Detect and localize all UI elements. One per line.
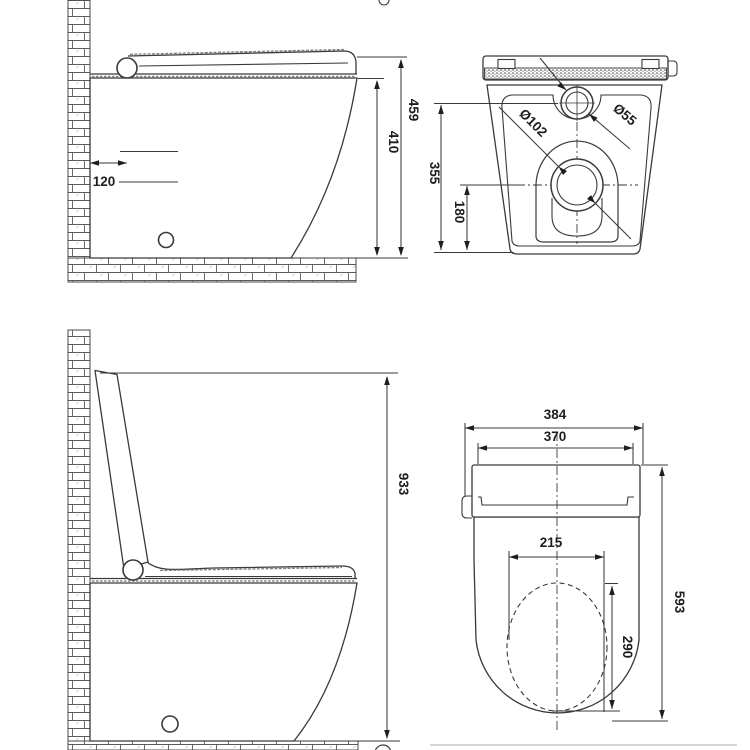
- seat-top-speckle: [159, 566, 343, 572]
- rear-lid-ear-left: [497, 58, 516, 70]
- dim-outlet-height: 180: [452, 201, 467, 224]
- top-body-outline: [473, 516, 640, 714]
- lid-closed: [127, 50, 357, 74]
- wall-hatch-lower: [67, 329, 91, 750]
- dim-459-group: [291, 56, 408, 259]
- floor-hatch-lower: [67, 740, 359, 750]
- view-rear: Ø55 Ø102 355 180: [427, 55, 678, 255]
- dim-overall-width: 384: [544, 407, 567, 422]
- dim-dia102-group: [498, 106, 632, 240]
- wall-hatch: [67, 0, 91, 263]
- dim-593-group: [612, 464, 668, 722]
- view-top: 384 370 215 290: [430, 407, 737, 746]
- edge-artifact-arc: [378, 0, 390, 6]
- dim-open-lid-height: 933: [396, 473, 411, 496]
- side-inlet-circle: [157, 231, 175, 249]
- rear-lid-hatch: [484, 67, 667, 80]
- dim-370-group: [477, 443, 634, 464]
- dim-seat-height: 410: [386, 131, 401, 154]
- toilet-body-outline-lower: [89, 582, 358, 742]
- dim-bowl-length: 290: [620, 636, 635, 659]
- lid-closed-underside: [138, 62, 349, 67]
- dim-bowl-width: 215: [540, 535, 563, 550]
- rear-lid-ear-right: [641, 58, 660, 70]
- dim-933-group: [100, 372, 400, 742]
- dim-120-group: [90, 150, 178, 183]
- dim-290-group: [552, 582, 620, 712]
- rear-arch: [535, 140, 619, 243]
- dim-215-group: [508, 551, 605, 712]
- top-tank-notch: [478, 496, 634, 506]
- inlet-circle-cross: [559, 85, 595, 121]
- rear-inner-panel: [501, 94, 652, 247]
- seat-top: [146, 561, 356, 578]
- dim-lid-height: 459: [406, 99, 421, 122]
- dim-410-group: [358, 77, 384, 256]
- dim-tank-width: 370: [544, 429, 567, 444]
- floor-hatch: [67, 257, 357, 283]
- dim-overall-depth: 593: [672, 591, 687, 614]
- lid-top-speckle: [129, 48, 345, 55]
- hinge-circle: [116, 57, 138, 79]
- outlet-circle-inner: [556, 164, 598, 206]
- dim-180-group: [464, 186, 470, 250]
- dim-inlet-offset: 120: [93, 174, 116, 189]
- dim-inlet-height: 355: [427, 162, 442, 185]
- top-tank: [471, 464, 641, 518]
- toilet-body-outline: [89, 77, 358, 259]
- dim-384-group: [464, 423, 644, 496]
- lid-raised: [94, 369, 149, 570]
- view-side-seat-up: 933: [67, 329, 411, 750]
- dim-355-group: [434, 102, 558, 254]
- top-side-tab: [461, 495, 472, 519]
- side-inlet-circle-lower: [161, 715, 179, 733]
- dim-dia55-group: [539, 57, 631, 150]
- floor-edge-circle: [374, 744, 392, 750]
- view-side-seat-down: 120 410 459: [67, 0, 421, 283]
- rear-lid-side-tab: [667, 60, 678, 77]
- hinge-circle-lower: [122, 559, 144, 581]
